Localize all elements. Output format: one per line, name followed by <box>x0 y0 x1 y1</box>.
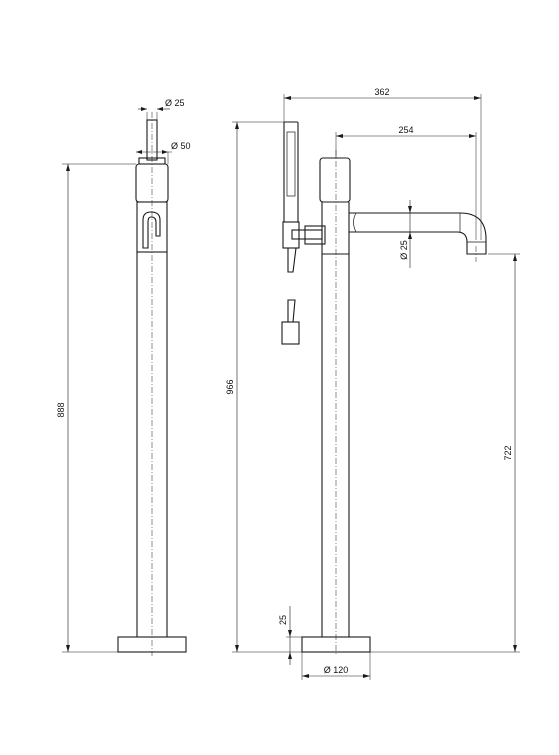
side-lever <box>142 211 161 249</box>
dim-side-height: 888 <box>56 402 66 417</box>
dim-spout-diameter: Ø 25 <box>399 240 409 260</box>
handshower-nozzles <box>286 131 296 197</box>
hose-piece-bottom <box>281 321 300 345</box>
dim-spout-height: 722 <box>503 445 513 460</box>
dim-handle-diameter: Ø 50 <box>171 141 191 151</box>
spout <box>349 212 487 255</box>
dim-base-thickness: 25 <box>278 615 288 625</box>
holder-arm <box>291 229 323 240</box>
front-view: 362 254 Ø 25 966 722 25 <box>225 87 520 680</box>
dim-handshower-diameter: Ø 25 <box>165 98 185 108</box>
dim-overall-width: 362 <box>374 87 389 97</box>
hose-connector <box>287 247 297 273</box>
side-view: Ø 25 Ø 50 888 <box>56 98 191 656</box>
hose-piece-top <box>287 299 296 323</box>
dim-front-height: 966 <box>225 379 235 394</box>
front-knurled-handle <box>319 157 351 203</box>
dim-spout-reach: 254 <box>398 125 413 135</box>
handshower-head <box>283 121 299 223</box>
dim-base-diameter: Ø 120 <box>324 665 349 675</box>
handshower-holder <box>282 221 300 249</box>
